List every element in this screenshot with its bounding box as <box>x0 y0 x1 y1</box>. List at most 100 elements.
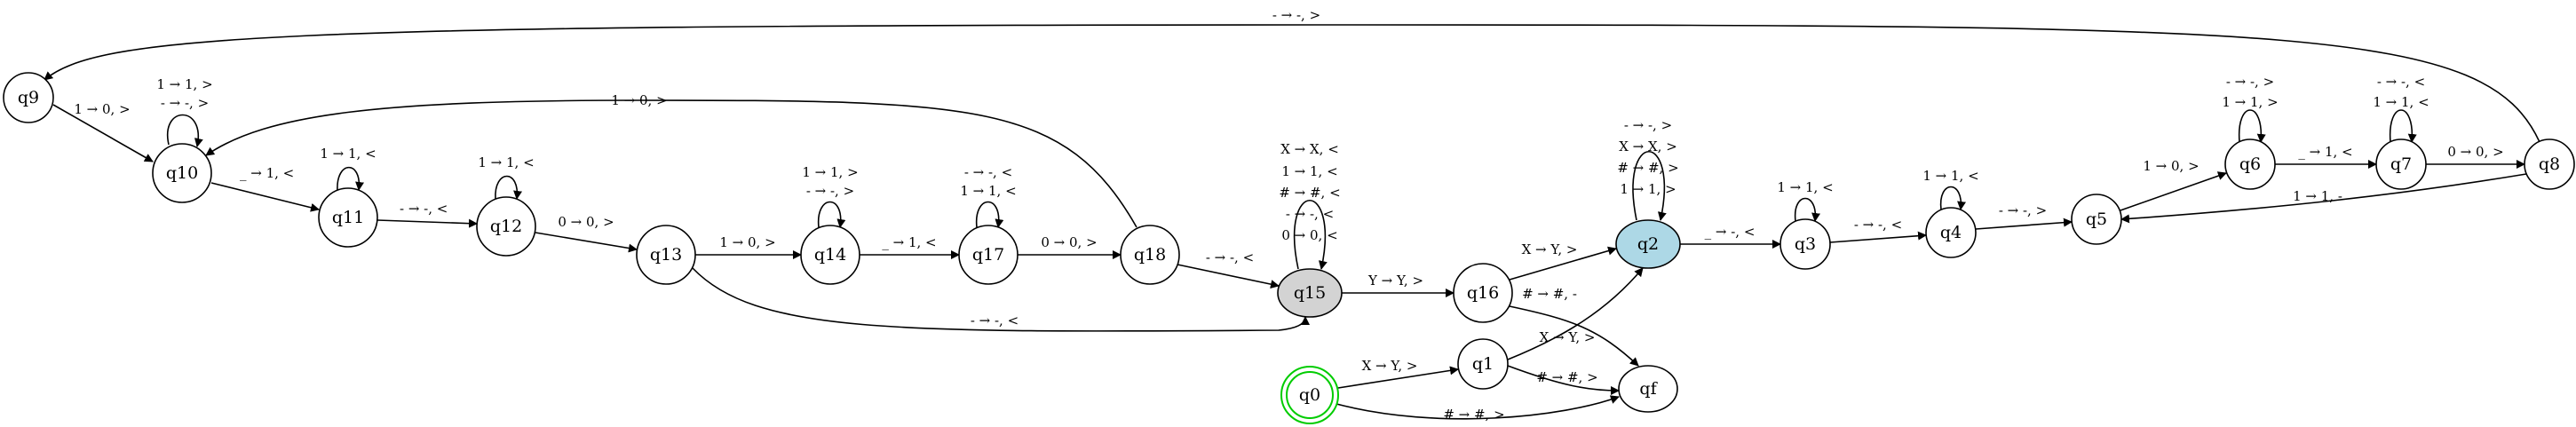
transition-arrow-q1-to-qf <box>1507 365 1620 395</box>
transition-label-q6-to-q7: _ → 1, < <box>2298 144 2352 160</box>
transition-label-q7-to-q8: 0 → 0, > <box>2447 144 2503 160</box>
state-label-q16: q16 <box>1467 283 1499 303</box>
state-node-q0 <box>1286 371 1334 419</box>
transition-label-q15-to-q15: - → -, < <box>1286 206 1334 222</box>
transition-label-q4-to-q5: - → -, > <box>1999 202 2047 218</box>
state-label-q4: q4 <box>1940 223 1962 242</box>
start-state-outer-ring <box>1280 366 1339 424</box>
transition-arrow-q4-to-q4 <box>1939 186 1967 210</box>
transition-arrow-q1-to-q2 <box>1507 267 1644 360</box>
state-q17[interactable]: q17 <box>958 225 1019 285</box>
state-label-q2: q2 <box>1637 234 1659 254</box>
state-label-q6: q6 <box>2239 154 2261 174</box>
transition-label-q13-to-q15: - → -, < <box>971 312 1019 328</box>
transition-label-q2-to-q2: X → X, > <box>1619 138 1677 154</box>
transition-arrow-q0-to-q1 <box>1337 366 1459 389</box>
state-q8[interactable]: q8 <box>2524 138 2575 190</box>
transition-label-q10-to-q10: 1 → 1, > <box>156 76 212 92</box>
state-label-q1: q1 <box>1472 354 1494 374</box>
transition-label-q11-to-q12: - → -, < <box>400 201 448 217</box>
state-node-q9 <box>3 72 54 123</box>
transition-arrow-q11-to-q11 <box>337 166 365 192</box>
transition-label-q0-to-q1: X → Y, > <box>1362 358 1418 374</box>
state-label-q18: q18 <box>1134 245 1166 265</box>
transition-label-q12-to-q13: 0 → 0, > <box>558 214 614 230</box>
transition-label-q2-to-q3: _ → -, < <box>1705 224 1756 240</box>
state-q10[interactable]: q10 <box>152 143 212 203</box>
state-q11[interactable]: q11 <box>318 187 378 248</box>
state-node-qf <box>1618 365 1678 413</box>
state-q4[interactable]: q4 <box>1925 207 1977 258</box>
transition-label-q0-to-qf: # → #, > <box>1443 407 1504 423</box>
state-label-q13: q13 <box>650 245 682 265</box>
transition-edges <box>44 24 2540 420</box>
state-q15[interactable]: q15 <box>1277 268 1343 318</box>
state-q0[interactable]: q0 <box>1280 366 1339 424</box>
transition-label-q15-to-q15: # → #, < <box>1279 185 1340 201</box>
transition-label-q3-to-q4: - → -, < <box>1854 217 1902 233</box>
transition-label-q8-to-q9: - → -, > <box>1272 7 1320 23</box>
state-node-q5 <box>2071 194 2122 245</box>
state-node-q13 <box>636 225 696 285</box>
transition-arrow-q11-to-q12 <box>376 218 478 228</box>
transition-label-q15-to-q15: X → X, < <box>1280 141 1339 157</box>
transition-label-q1-to-qf: # → #, > <box>1536 369 1597 385</box>
state-node-q10 <box>152 143 212 203</box>
state-q1[interactable]: q1 <box>1457 338 1509 390</box>
transition-label-q15-to-q15: 0 → 0, < <box>1281 227 1337 243</box>
transition-label-q2-to-q2: - → -, > <box>1624 117 1672 133</box>
state-label-q9: q9 <box>18 88 39 107</box>
transition-label-q6-to-q6: 1 → 1, > <box>2222 94 2278 110</box>
transition-arrow-q14-to-q14 <box>817 201 846 228</box>
transition-arrow-q8-to-q5 <box>2120 173 2527 224</box>
state-node-q8 <box>2524 138 2575 190</box>
transition-label-q4-to-q4: 1 → 1, < <box>1922 168 1978 184</box>
state-label-q11: q11 <box>332 208 364 227</box>
transition-label-q10-to-q11: _ → 1, < <box>240 165 294 181</box>
transition-arrow-q3-to-q3 <box>1794 197 1821 222</box>
transition-label-q16-to-q2: X → Y, > <box>1522 241 1578 257</box>
state-q2[interactable]: q2 <box>1615 219 1681 269</box>
state-q6[interactable]: q6 <box>2224 138 2276 190</box>
state-q14[interactable]: q14 <box>800 225 860 285</box>
transition-arrow-q4-to-q5 <box>1975 217 2073 230</box>
state-node-q3 <box>1779 218 1831 270</box>
transition-label-q2-to-q2: 1 → 1, > <box>1620 181 1676 197</box>
transition-arrow-q12-to-q12 <box>495 175 523 200</box>
transition-arrow-q3-to-q4 <box>1829 231 1927 243</box>
transition-arrow-q18-to-q10 <box>205 99 1137 228</box>
transition-label-q1-to-q2: X → Y, > <box>1540 329 1596 345</box>
transition-label-q7-to-q7: - → -, < <box>2377 74 2425 90</box>
transition-label-q14-to-q17: _ → 1, < <box>882 234 936 250</box>
state-node-q7 <box>2375 138 2427 190</box>
transition-label-q15-to-q15: 1 → 1, < <box>1281 163 1337 179</box>
transition-arrow-q5-to-q6 <box>2120 171 2227 211</box>
state-q13[interactable]: q13 <box>636 225 696 285</box>
state-label-q10: q10 <box>166 163 198 183</box>
state-q12[interactable]: q12 <box>476 196 536 257</box>
state-q9[interactable]: q9 <box>3 72 54 123</box>
state-node-q1 <box>1457 338 1509 390</box>
transition-labels: - → -, >1 → 0, >1 → 1, >- → -, >1 → 0, >… <box>74 7 2503 423</box>
state-label-q15: q15 <box>1294 283 1326 303</box>
transition-arrow-q0-to-qf <box>1336 395 1620 420</box>
state-q7[interactable]: q7 <box>2375 138 2427 190</box>
transition-arrow-q18-to-q15 <box>1177 264 1280 289</box>
state-label-q7: q7 <box>2390 154 2412 174</box>
transition-label-q8-to-q5: 1 → 1, - <box>2293 188 2342 204</box>
transition-label-q9-to-q10: 1 → 0, > <box>74 101 130 117</box>
state-node-q15 <box>1277 268 1343 318</box>
state-node-q16 <box>1453 263 1513 323</box>
transition-arrow-q13-to-q15 <box>692 267 1310 332</box>
state-label-q3: q3 <box>1795 234 1816 254</box>
state-q3[interactable]: q3 <box>1779 218 1831 270</box>
state-q16[interactable]: q16 <box>1453 263 1513 323</box>
state-q5[interactable]: q5 <box>2071 194 2122 245</box>
state-q18[interactable]: q18 <box>1120 225 1180 285</box>
state-label-q5: q5 <box>2086 210 2107 229</box>
state-node-q6 <box>2224 138 2276 190</box>
state-node-q18 <box>1120 225 1180 285</box>
state-qf[interactable]: qf <box>1618 365 1678 413</box>
state-node-q4 <box>1925 207 1977 258</box>
transition-label-q17-to-q17: - → -, < <box>964 164 1012 180</box>
